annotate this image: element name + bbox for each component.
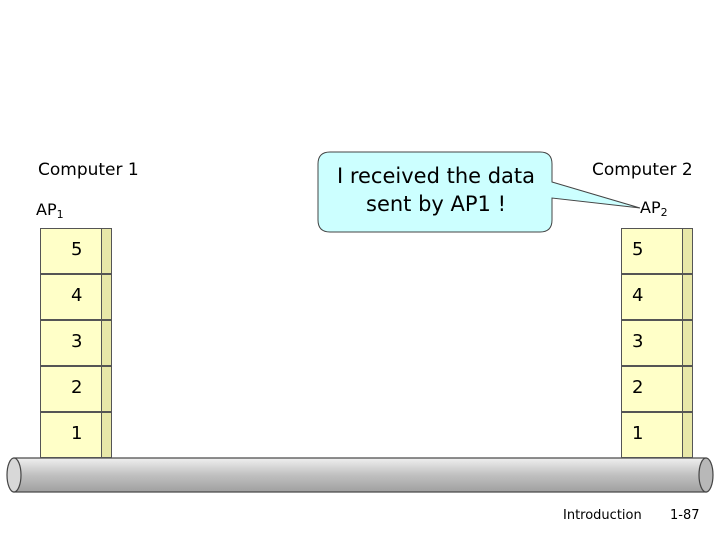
layer-2: 2: [621, 366, 683, 412]
layer-5: 5: [40, 228, 102, 274]
footer-section: Introduction: [563, 508, 642, 523]
computer2-protocol-stack: 5 4 3 2 1: [621, 228, 701, 460]
callout-text: I received the data sent by AP1 !: [336, 164, 536, 216]
layer-4: 4: [621, 274, 683, 320]
footer-page-number: 1-87: [670, 508, 700, 523]
layer-2: 2: [40, 366, 102, 412]
computer2-title: Computer 2: [592, 160, 693, 180]
layer-1: 1: [40, 412, 102, 458]
layer-3: 3: [621, 320, 683, 366]
layer-4: 4: [40, 274, 102, 320]
layer-1: 1: [621, 412, 683, 458]
layer-5: 5: [621, 228, 683, 274]
computer1-protocol-stack: 5 4 3 2 1: [40, 228, 120, 460]
layer-3: 3: [40, 320, 102, 366]
computer1-ap-label: AP1: [36, 200, 64, 221]
computer2-ap-label: AP2: [640, 198, 668, 219]
computer1-title: Computer 1: [38, 160, 139, 180]
